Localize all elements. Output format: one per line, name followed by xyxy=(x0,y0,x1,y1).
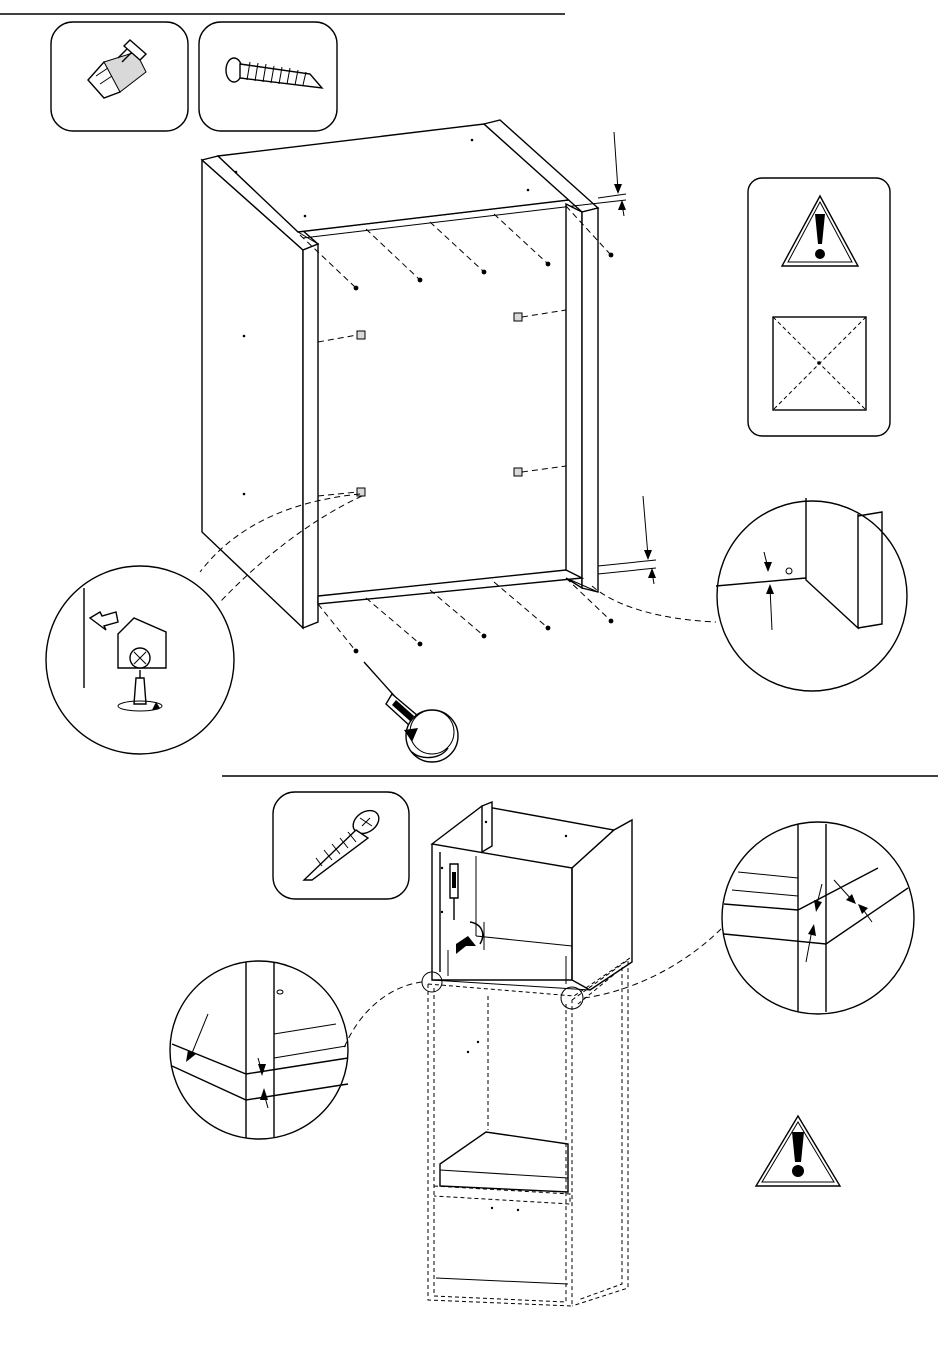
hardware-box-countersunk-screw xyxy=(273,792,409,899)
upper-cabinet xyxy=(432,802,632,990)
screwdriver-icon xyxy=(450,864,458,920)
bottom-panel xyxy=(318,570,582,604)
detail-circle-right-joint xyxy=(584,822,914,1014)
notes-box-step-1 xyxy=(748,178,890,436)
chipboard-screw-icon xyxy=(226,58,322,88)
cam-fitting-closeup xyxy=(118,618,166,704)
cam-fitting-installed xyxy=(318,310,566,496)
hardware-box-screw xyxy=(199,22,337,131)
step-2 xyxy=(170,776,938,1306)
rotate-arrow-icon xyxy=(456,922,483,954)
screwdriver-icon xyxy=(364,662,418,726)
cabinet-carcass-step-1 xyxy=(202,120,656,653)
lower-cabinet-dashed xyxy=(428,958,630,1306)
cam-fitting-icon xyxy=(88,40,146,98)
push-arrow-icon xyxy=(90,612,118,630)
detail-circle-flush-joint xyxy=(592,498,907,691)
warning-icon xyxy=(756,1116,840,1186)
countersunk-screw-icon xyxy=(304,806,383,880)
step-1 xyxy=(0,14,907,762)
detail-circle-left-joint xyxy=(170,961,422,1139)
hardware-box-cam-fitting xyxy=(51,22,188,131)
warning-icon xyxy=(782,196,858,266)
detail-marker-right xyxy=(561,987,583,1009)
check-square-icon xyxy=(773,317,866,410)
